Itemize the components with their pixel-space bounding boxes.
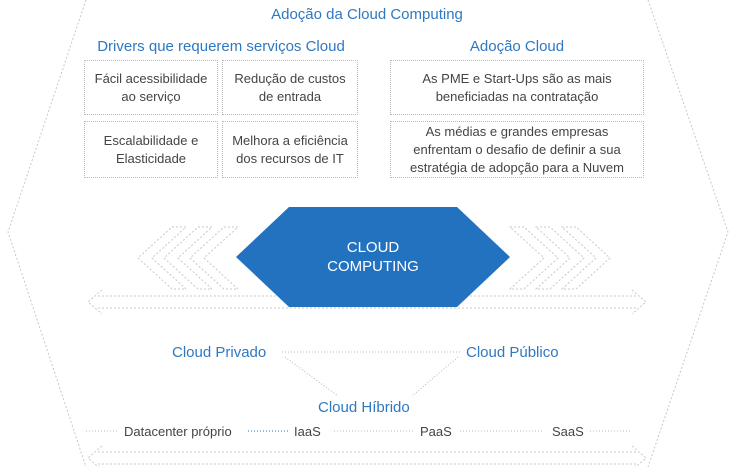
drivers-heading: Drivers que requerem serviços Cloud bbox=[97, 38, 345, 55]
cloud-computing-text: CLOUD COMPUTING bbox=[327, 239, 419, 275]
left-chevrons bbox=[137, 226, 240, 290]
driver-box: Redução de custos de entrada bbox=[222, 60, 358, 115]
model-connectors bbox=[282, 351, 460, 397]
adoption-box: As PME e Start-Ups são as mais beneficia… bbox=[390, 60, 644, 115]
driver-box: Escalabilidade e Elasticidade bbox=[84, 121, 218, 178]
adoption-heading: Adoção Cloud bbox=[469, 38, 565, 55]
driver-box: Melhora a eficiência dos recursos de IT bbox=[222, 121, 358, 178]
bottom-arrow bbox=[87, 445, 647, 467]
service-saas: SaaS bbox=[552, 424, 584, 439]
service-paas: PaaS bbox=[420, 424, 452, 439]
cloud-public-label: Cloud Público bbox=[466, 344, 559, 361]
adoption-box: As médias e grandes empresas enfrentam o… bbox=[390, 121, 644, 178]
cloud-computing-hexagon bbox=[236, 207, 510, 307]
service-datacenter: Datacenter próprio bbox=[124, 424, 232, 439]
cloud-private-label: Cloud Privado bbox=[172, 344, 267, 361]
cloud-computing-label: CLOUD COMPUTING bbox=[236, 207, 510, 307]
outer-frame-right bbox=[647, 0, 729, 467]
cloud-hybrid-label: Cloud Híbrido bbox=[318, 399, 410, 416]
outer-frame-left bbox=[7, 0, 87, 467]
driver-box: Fácil acessibilidade ao serviço bbox=[84, 60, 218, 115]
service-iaas: IaaS bbox=[294, 424, 321, 439]
right-chevrons bbox=[508, 226, 611, 290]
diagram-title: Adoção da Cloud Computing bbox=[271, 6, 463, 23]
